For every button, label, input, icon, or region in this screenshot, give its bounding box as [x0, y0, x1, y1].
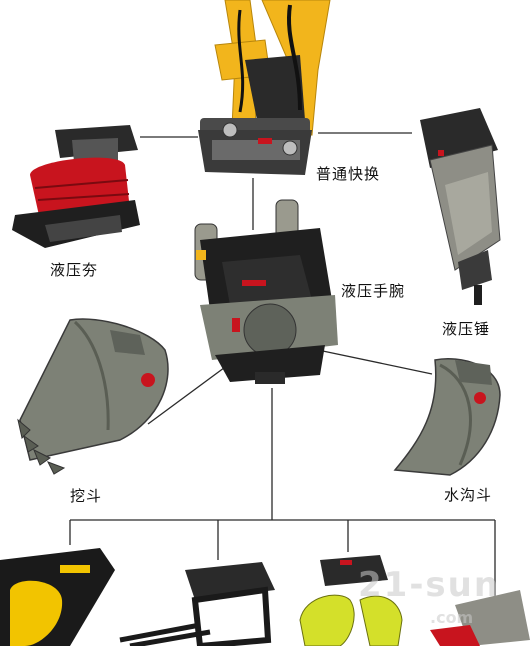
label-digging-bucket: 挖斗: [70, 487, 103, 505]
watermark-domain: .com: [430, 608, 474, 627]
quick-coupler-illustration: [198, 0, 331, 175]
rotary-cutter-illustration: [0, 548, 115, 646]
line-tilt-bucket: [147, 361, 233, 425]
label-quick-coupler: 普通快换: [316, 165, 381, 183]
label-hydraulic-breaker: 液压锤: [442, 320, 491, 338]
grapple-illustration: [299, 555, 403, 646]
bottom-attachments: [0, 548, 530, 646]
pallet-fork-illustration: [119, 562, 275, 646]
label-ditch-bucket: 水沟斗: [444, 486, 493, 504]
connector-lines: [69, 132, 496, 600]
label-tiltrotator: 液压手腕: [341, 282, 406, 300]
digging-bucket-illustration: [17, 318, 169, 475]
ditch-bucket-illustration: [393, 358, 501, 476]
hydraulic-breaker-illustration: [420, 108, 501, 305]
label-plate-compactor: 液压夯: [50, 261, 99, 279]
demolition-shear-illustration: [430, 590, 530, 646]
watermark-logo: 21-sun: [358, 565, 501, 605]
line-tilt-ditch: [317, 349, 433, 375]
plate-compactor-illustration: [12, 125, 140, 248]
tiltrotator-illustration: [194, 199, 338, 384]
